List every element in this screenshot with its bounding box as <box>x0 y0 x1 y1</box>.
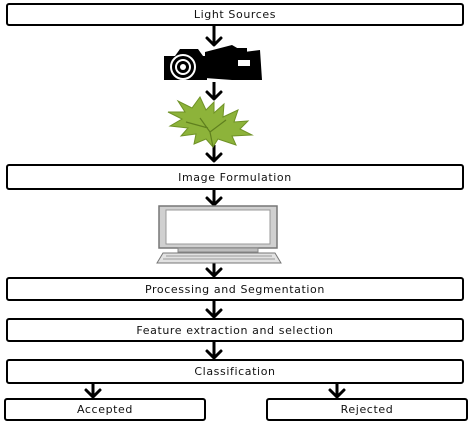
arrowhead <box>205 196 223 207</box>
processing-segmentation-label: Processing and Segmentation <box>145 282 325 296</box>
rejected-box: Rejected <box>266 398 468 421</box>
image-formulation-box: Image Formulation <box>6 164 464 190</box>
processing-segmentation-box: Processing and Segmentation <box>6 277 464 301</box>
arrowhead <box>328 388 346 399</box>
light-sources-label: Light Sources <box>193 8 277 21</box>
accepted-box: Accepted <box>4 398 206 421</box>
arrowhead <box>205 349 223 360</box>
arrowhead <box>205 308 223 319</box>
accepted-label: Accepted <box>76 403 134 416</box>
arrowhead <box>205 267 223 278</box>
rejected-label: Rejected <box>340 403 394 416</box>
light-sources-box: Light Sources <box>6 3 464 26</box>
classification-label: Classification <box>194 365 276 378</box>
feature-extraction-label: Feature extraction and selection <box>136 323 334 337</box>
image-formulation-label: Image Formulation <box>178 170 292 184</box>
arrowhead <box>84 388 102 399</box>
feature-extraction-box: Feature extraction and selection <box>6 318 464 342</box>
arrowhead <box>205 152 223 163</box>
classification-box: Classification <box>6 359 464 384</box>
